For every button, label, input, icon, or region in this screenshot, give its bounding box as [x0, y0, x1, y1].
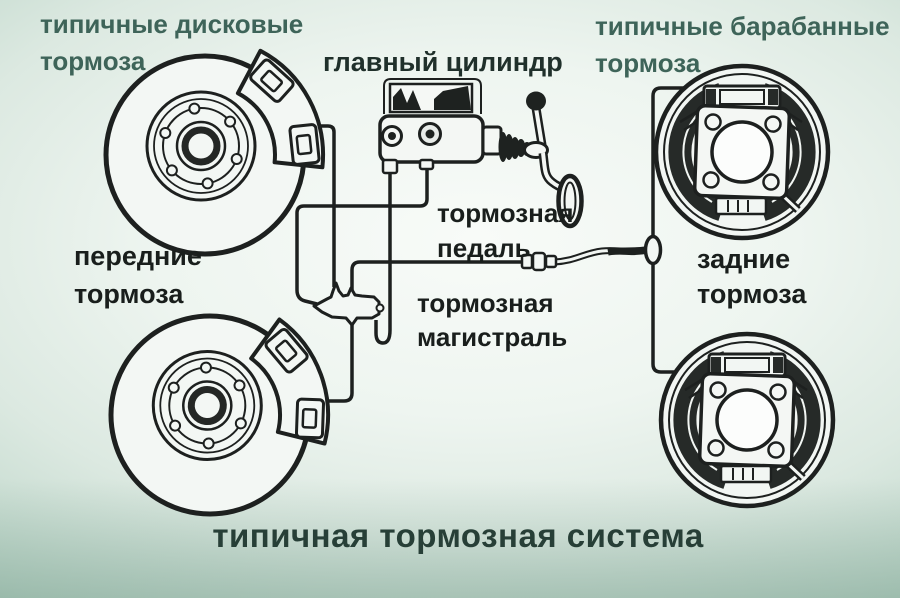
front-disc-brake-bottom-illustration — [98, 298, 341, 529]
disc-brakes-heading-line1: типичные дисковые — [40, 9, 304, 39]
brake-line-label: тормозная магистраль — [417, 286, 567, 354]
master-cylinder-label: главный цилиндр — [323, 47, 563, 77]
drum-brakes-heading: типичные барабанные тормоза — [595, 8, 890, 82]
disc-brakes-heading: типичные дисковые тормоза — [40, 6, 303, 80]
rear-drum-brake-top-illustration — [656, 66, 828, 238]
brake-pedal-label: тормозная педаль — [437, 196, 574, 266]
front-brakes-label-line2: тормоза — [74, 279, 184, 309]
front-disc-brake-top-illustration — [106, 51, 323, 254]
brake-pedal-label-line2: педаль — [437, 233, 531, 263]
brake-line-network — [290, 86, 686, 403]
drum-brakes-heading-line2: тормоза — [595, 48, 701, 78]
tee-fitting — [643, 234, 663, 266]
rear-drum-brake-bottom-illustration — [661, 334, 833, 506]
hose-fitting — [520, 251, 558, 272]
flexible-hose — [553, 246, 649, 266]
drum-brakes-heading-line1: типичные барабанные — [595, 11, 890, 41]
brake-line-label-line2: магистраль — [417, 322, 568, 352]
disc-brakes-heading-line2: тормоза — [40, 46, 146, 76]
front-brakes-label-line1: передние — [74, 241, 202, 271]
rear-brakes-label-line2: тормоза — [697, 279, 807, 309]
rear-brakes-label: задние тормоза — [697, 242, 806, 312]
rear-brakes-label-line1: задние — [697, 244, 791, 274]
combination-valve-illustration — [312, 281, 385, 327]
master-cylinder-illustration — [378, 78, 540, 175]
brake-line-label-line1: тормозная — [417, 288, 554, 318]
front-brakes-label: передние тормоза — [74, 237, 202, 313]
brake-pedal-illustration — [523, 91, 584, 229]
diagram-title: типичная тормозная система — [212, 517, 704, 554]
brake-pedal-label-line1: тормозная — [437, 198, 574, 228]
